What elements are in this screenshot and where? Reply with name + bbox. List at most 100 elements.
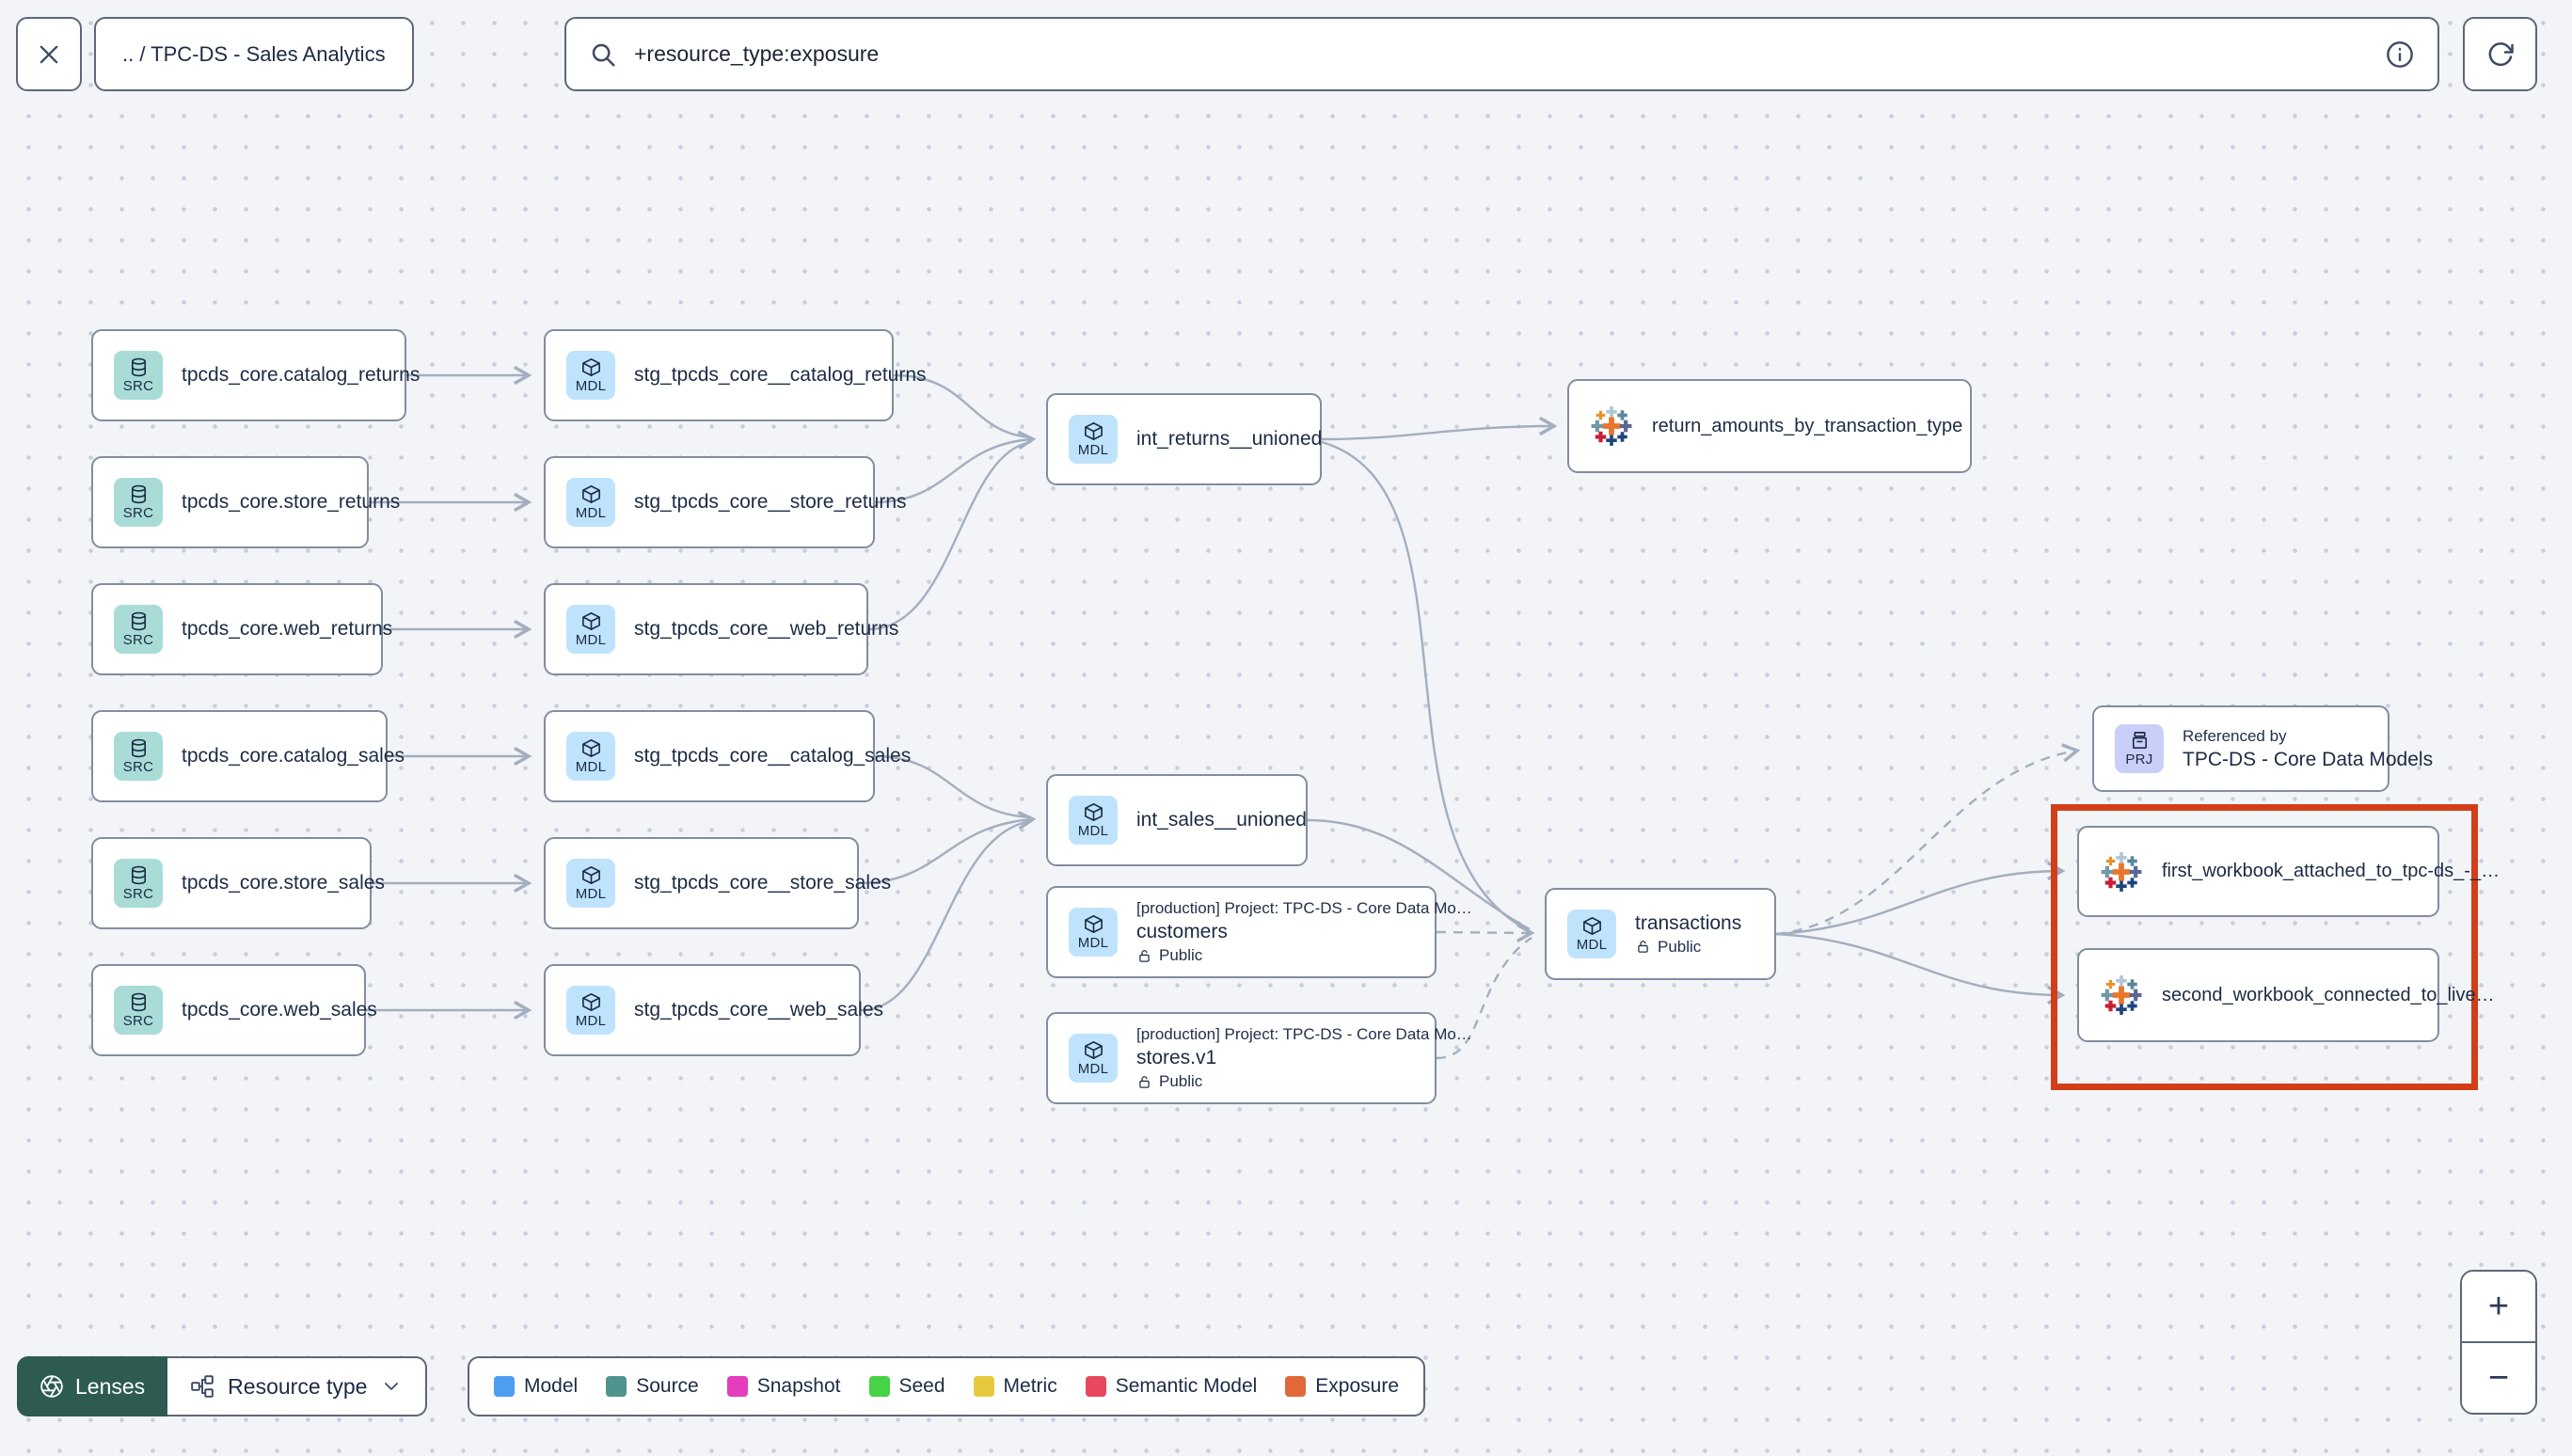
node-stg-store-returns[interactable]: MDL stg_tpcds_core__store_returns xyxy=(544,456,907,548)
search-icon xyxy=(589,40,617,69)
cube-icon xyxy=(1083,801,1104,823)
node-stores-v1[interactable]: MDL [production] Project: TPC-DS - Core … xyxy=(1046,1012,1472,1104)
node-label: stg_tpcds_core__store_returns xyxy=(634,491,907,513)
node-label: tpcds_core.store_sales xyxy=(182,872,385,894)
node-label: tpcds_core.catalog_returns xyxy=(182,364,421,386)
search-bar[interactable] xyxy=(564,17,2439,91)
lock-open-icon xyxy=(1136,948,1152,964)
lenses-label: Lenses xyxy=(75,1373,146,1399)
breadcrumb[interactable]: .. / TPC-DS - Sales Analytics xyxy=(94,17,414,91)
edge-stg3-intreturns xyxy=(867,440,1032,631)
search-input[interactable] xyxy=(632,40,2370,68)
node-label: stg_tpcds_core__catalog_sales xyxy=(634,745,912,767)
node-visibility: Public xyxy=(1635,938,1741,957)
database-icon xyxy=(128,483,150,505)
legend-swatch xyxy=(726,1376,748,1397)
node-stg-web-returns[interactable]: MDL stg_tpcds_core__web_returns xyxy=(544,583,898,675)
database-icon xyxy=(128,610,150,632)
node-stg-web-sales[interactable]: MDL stg_tpcds_core__web_sales xyxy=(544,964,883,1056)
source-badge: SRC xyxy=(114,351,163,400)
node-stg-catalog-returns[interactable]: MDL stg_tpcds_core__catalog_returns xyxy=(544,329,927,421)
zoom-in-button[interactable]: + xyxy=(2462,1272,2535,1343)
network-icon xyxy=(190,1374,214,1399)
cube-icon xyxy=(580,864,602,886)
node-src-catalog-returns[interactable]: SRC tpcds_core.catalog_returns xyxy=(91,329,420,421)
node-src-catalog-sales[interactable]: SRC tpcds_core.catalog_sales xyxy=(91,710,405,802)
edge-transactions-project xyxy=(1775,743,2081,936)
node-stg-catalog-sales[interactable]: MDL stg_tpcds_core__catalog_sales xyxy=(544,710,911,802)
legend-item-model: Model xyxy=(494,1375,578,1398)
source-badge: SRC xyxy=(114,986,163,1035)
node-src-web-sales[interactable]: SRC tpcds_core.web_sales xyxy=(91,964,377,1056)
node-label: int_returns__unioned xyxy=(1136,428,1323,450)
lenses-button[interactable]: Lenses xyxy=(17,1356,168,1416)
zoom-controls: + − xyxy=(2460,1270,2537,1415)
model-badge: MDL xyxy=(566,732,615,781)
node-project-line: [production] Project: TPC-DS - Core Data… xyxy=(1136,899,1472,917)
node-label: TPC-DS - Core Data Models xyxy=(2183,748,2434,770)
node-exposure-return-amounts[interactable]: return_amounts_by_transaction_type xyxy=(1567,379,1972,473)
edge-transactions-workbook1 xyxy=(1775,861,2066,936)
source-badge: SRC xyxy=(114,605,163,654)
aperture-icon xyxy=(40,1374,64,1399)
model-badge: MDL xyxy=(1069,908,1118,957)
model-badge: MDL xyxy=(566,605,615,654)
node-workbook-second[interactable]: second_workbook_connected_to_live… xyxy=(2077,948,2495,1042)
legend-item-seed: Seed xyxy=(868,1375,945,1398)
database-icon xyxy=(128,864,150,886)
node-src-store-returns[interactable]: SRC tpcds_core.store_returns xyxy=(91,456,400,548)
node-int-returns-unioned[interactable]: MDL int_returns__unioned xyxy=(1046,393,1322,485)
node-workbook-first[interactable]: first_workbook_attached_to_tpc-ds_-_… xyxy=(2077,826,2500,917)
tableau-icon xyxy=(2100,973,2143,1017)
refresh-button[interactable] xyxy=(2463,17,2537,91)
edge-intreturns-exposure xyxy=(1321,416,1558,441)
legend-swatch xyxy=(1285,1376,1307,1397)
node-int-sales-unioned[interactable]: MDL int_sales__unioned xyxy=(1046,774,1308,866)
legend-swatch xyxy=(606,1376,627,1397)
cube-icon xyxy=(580,610,602,632)
info-icon[interactable] xyxy=(2385,40,2415,70)
node-label: return_amounts_by_transaction_type xyxy=(1652,415,1963,436)
cube-icon xyxy=(580,737,602,759)
node-project-line: [production] Project: TPC-DS - Core Data… xyxy=(1136,1025,1472,1043)
node-label: stg_tpcds_core__catalog_returns xyxy=(634,364,927,386)
legend-item-snapshot: Snapshot xyxy=(726,1375,841,1398)
cube-icon xyxy=(580,483,602,505)
node-label: stg_tpcds_core__web_sales xyxy=(634,999,884,1021)
node-label: int_sales__unioned xyxy=(1136,809,1307,831)
close-button[interactable] xyxy=(16,17,82,91)
node-label: stg_tpcds_core__web_returns xyxy=(634,618,899,640)
view-controls: Lenses Resource type xyxy=(17,1356,428,1416)
close-icon xyxy=(36,41,62,68)
cube-icon xyxy=(580,356,602,378)
database-icon xyxy=(128,991,150,1013)
node-project-reference[interactable]: PRJ Referenced by TPC-DS - Core Data Mod… xyxy=(2092,705,2434,792)
model-badge: MDL xyxy=(566,986,615,1035)
legend-item-metric: Metric xyxy=(973,1375,1057,1398)
node-src-web-returns[interactable]: SRC tpcds_core.web_returns xyxy=(91,583,392,675)
node-src-store-sales[interactable]: SRC tpcds_core.store_sales xyxy=(91,837,385,929)
referenced-by-label: Referenced by xyxy=(2183,726,2287,745)
legend-swatch xyxy=(868,1376,890,1397)
node-label: stores.v1 xyxy=(1136,1047,1217,1068)
edge-intreturns-transactions xyxy=(1321,440,1531,933)
node-customers[interactable]: MDL [production] Project: TPC-DS - Core … xyxy=(1046,886,1472,978)
node-label: tpcds_core.catalog_sales xyxy=(182,745,405,767)
legend-swatch xyxy=(494,1376,515,1397)
legend-swatch xyxy=(973,1376,994,1397)
node-transactions[interactable]: MDL transactions Public xyxy=(1545,888,1776,980)
cube-icon xyxy=(1083,1039,1104,1061)
node-label: tpcds_core.web_returns xyxy=(182,618,393,640)
edge-customers-transactions xyxy=(1436,923,1535,942)
tableau-icon xyxy=(1590,404,1633,448)
resource-type-label: Resource type xyxy=(228,1373,368,1399)
cube-icon xyxy=(580,991,602,1013)
model-badge: MDL xyxy=(1069,796,1118,845)
node-stg-store-sales[interactable]: MDL stg_tpcds_core__store_sales xyxy=(544,837,891,929)
model-badge: MDL xyxy=(566,859,615,908)
model-badge: MDL xyxy=(566,478,615,527)
zoom-out-button[interactable]: − xyxy=(2462,1343,2535,1413)
highlight-box xyxy=(2051,804,2478,1090)
resource-type-button[interactable]: Resource type xyxy=(167,1356,428,1416)
